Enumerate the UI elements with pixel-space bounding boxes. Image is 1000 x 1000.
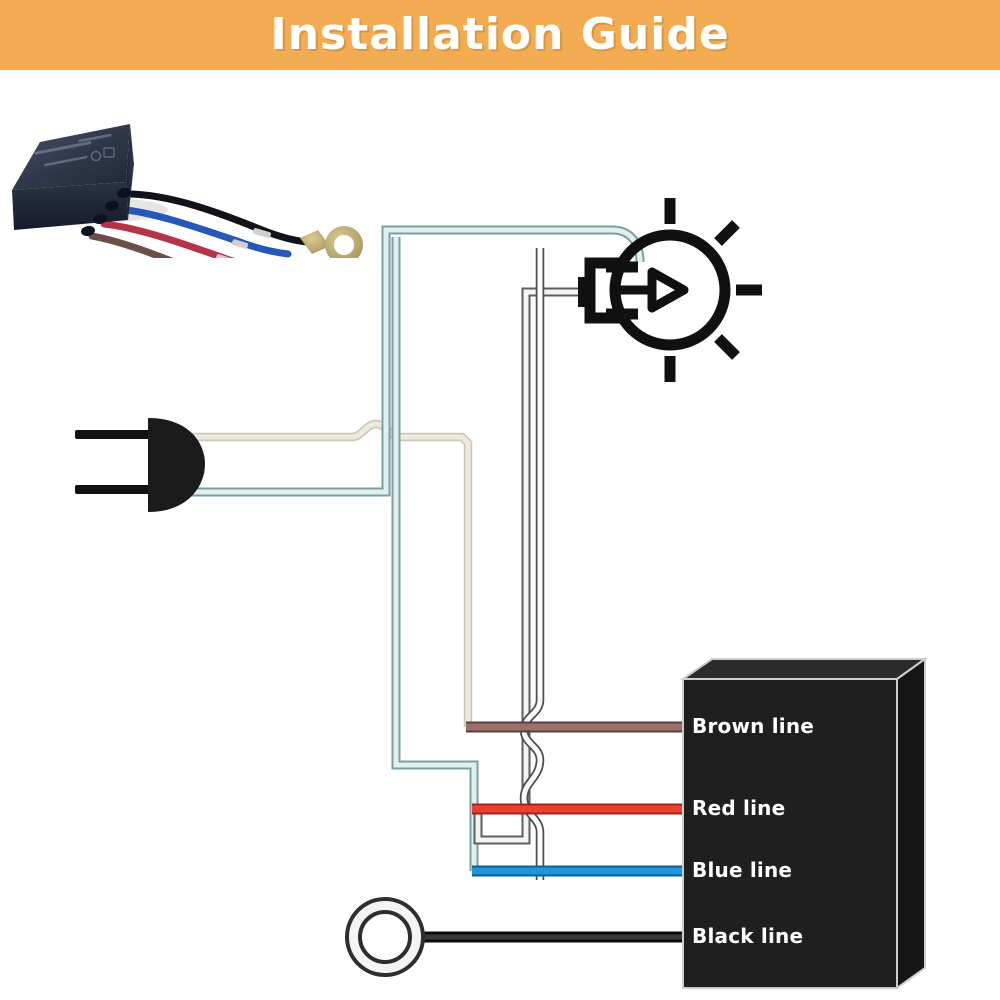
bulb-glass <box>609 229 731 351</box>
bulb-neck <box>606 261 638 320</box>
product-photo <box>12 124 363 258</box>
box-right-face <box>896 657 926 990</box>
box-front-face <box>682 678 898 989</box>
ac-power-plug <box>75 418 205 512</box>
photo-ring-terminal <box>300 226 363 258</box>
module-printed-label <box>34 133 115 167</box>
bulb-rays <box>664 198 762 382</box>
light-bulb-icon <box>578 198 762 382</box>
photo-red-wire <box>100 220 235 258</box>
bulb-filament-triangle <box>647 267 689 313</box>
gray-wire-lamp-to-red-line <box>473 287 578 845</box>
touch-switch-box <box>679 657 929 990</box>
ground-ring-terminal <box>345 897 425 977</box>
wire-label-blue: Blue line <box>692 858 793 882</box>
wire-label-red: Red line <box>692 796 786 820</box>
colored-wire-lines <box>395 721 700 943</box>
photo-blue-wire <box>112 205 292 258</box>
bulb-contact <box>578 277 594 307</box>
photo-black-wire <box>123 190 312 246</box>
wire-label-brown: Brown line <box>692 714 815 738</box>
product-wire-group <box>88 190 312 258</box>
page-header-banner: Installation Guide <box>0 0 1000 70</box>
product-wire-tips <box>215 227 271 258</box>
plug-prong-top <box>75 430 165 439</box>
box-top-face <box>679 658 929 680</box>
wire-label-black: Black line <box>692 924 804 948</box>
plug-prong-bottom <box>75 485 165 494</box>
page-title: Installation Guide <box>270 9 730 60</box>
photo-brown-wire <box>88 232 174 258</box>
plug-body <box>148 418 205 512</box>
teal-wire-to-lamp <box>150 225 645 497</box>
module-top-face <box>12 124 130 190</box>
teal-wire-to-blue-line <box>391 237 479 871</box>
module-wire-grommets <box>81 187 131 237</box>
